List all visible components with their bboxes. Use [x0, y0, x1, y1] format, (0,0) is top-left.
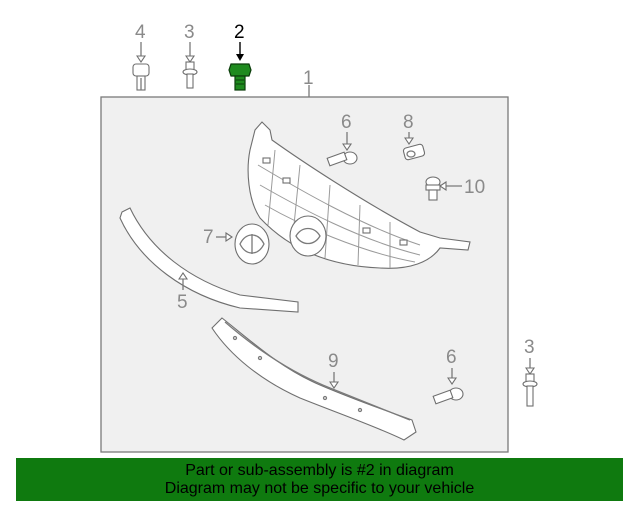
callout-5: 5: [177, 292, 188, 313]
fastener-10[interactable]: [425, 176, 441, 201]
info-banner: Part or sub-assembly is #2 in diagram Di…: [16, 458, 623, 501]
callout-3-top: 3: [184, 22, 195, 43]
lower-panel-9[interactable]: [211, 317, 417, 441]
nut-clip-8[interactable]: [402, 143, 426, 161]
callout-2: 2: [234, 22, 245, 43]
front-grille[interactable]: [247, 121, 471, 269]
callout-4: 4: [135, 22, 146, 43]
banner-line-1: Part or sub-assembly is #2 in diagram: [185, 462, 454, 479]
banner-line-2: Diagram may not be specific to your vehi…: [164, 480, 475, 497]
callout-6-upper: 6: [341, 112, 352, 133]
bolt-2-highlighted[interactable]: [228, 63, 252, 91]
callout-8: 8: [403, 112, 414, 133]
retainer-clip-3-top[interactable]: [182, 61, 198, 89]
retainer-clip-3-right[interactable]: [522, 373, 538, 407]
callout-7: 7: [203, 227, 214, 248]
callout-3-right: 3: [524, 337, 535, 358]
callout-10: 10: [464, 177, 485, 198]
emblem-7[interactable]: [234, 223, 270, 265]
callout-9: 9: [328, 351, 339, 372]
molding-5[interactable]: [119, 207, 299, 313]
bolt-6-lower[interactable]: [432, 387, 464, 405]
callout-6-lower: 6: [446, 347, 457, 368]
bolt-6-upper[interactable]: [326, 151, 358, 167]
push-pin-clip-4[interactable]: [132, 63, 150, 91]
callout-1: 1: [303, 68, 314, 89]
